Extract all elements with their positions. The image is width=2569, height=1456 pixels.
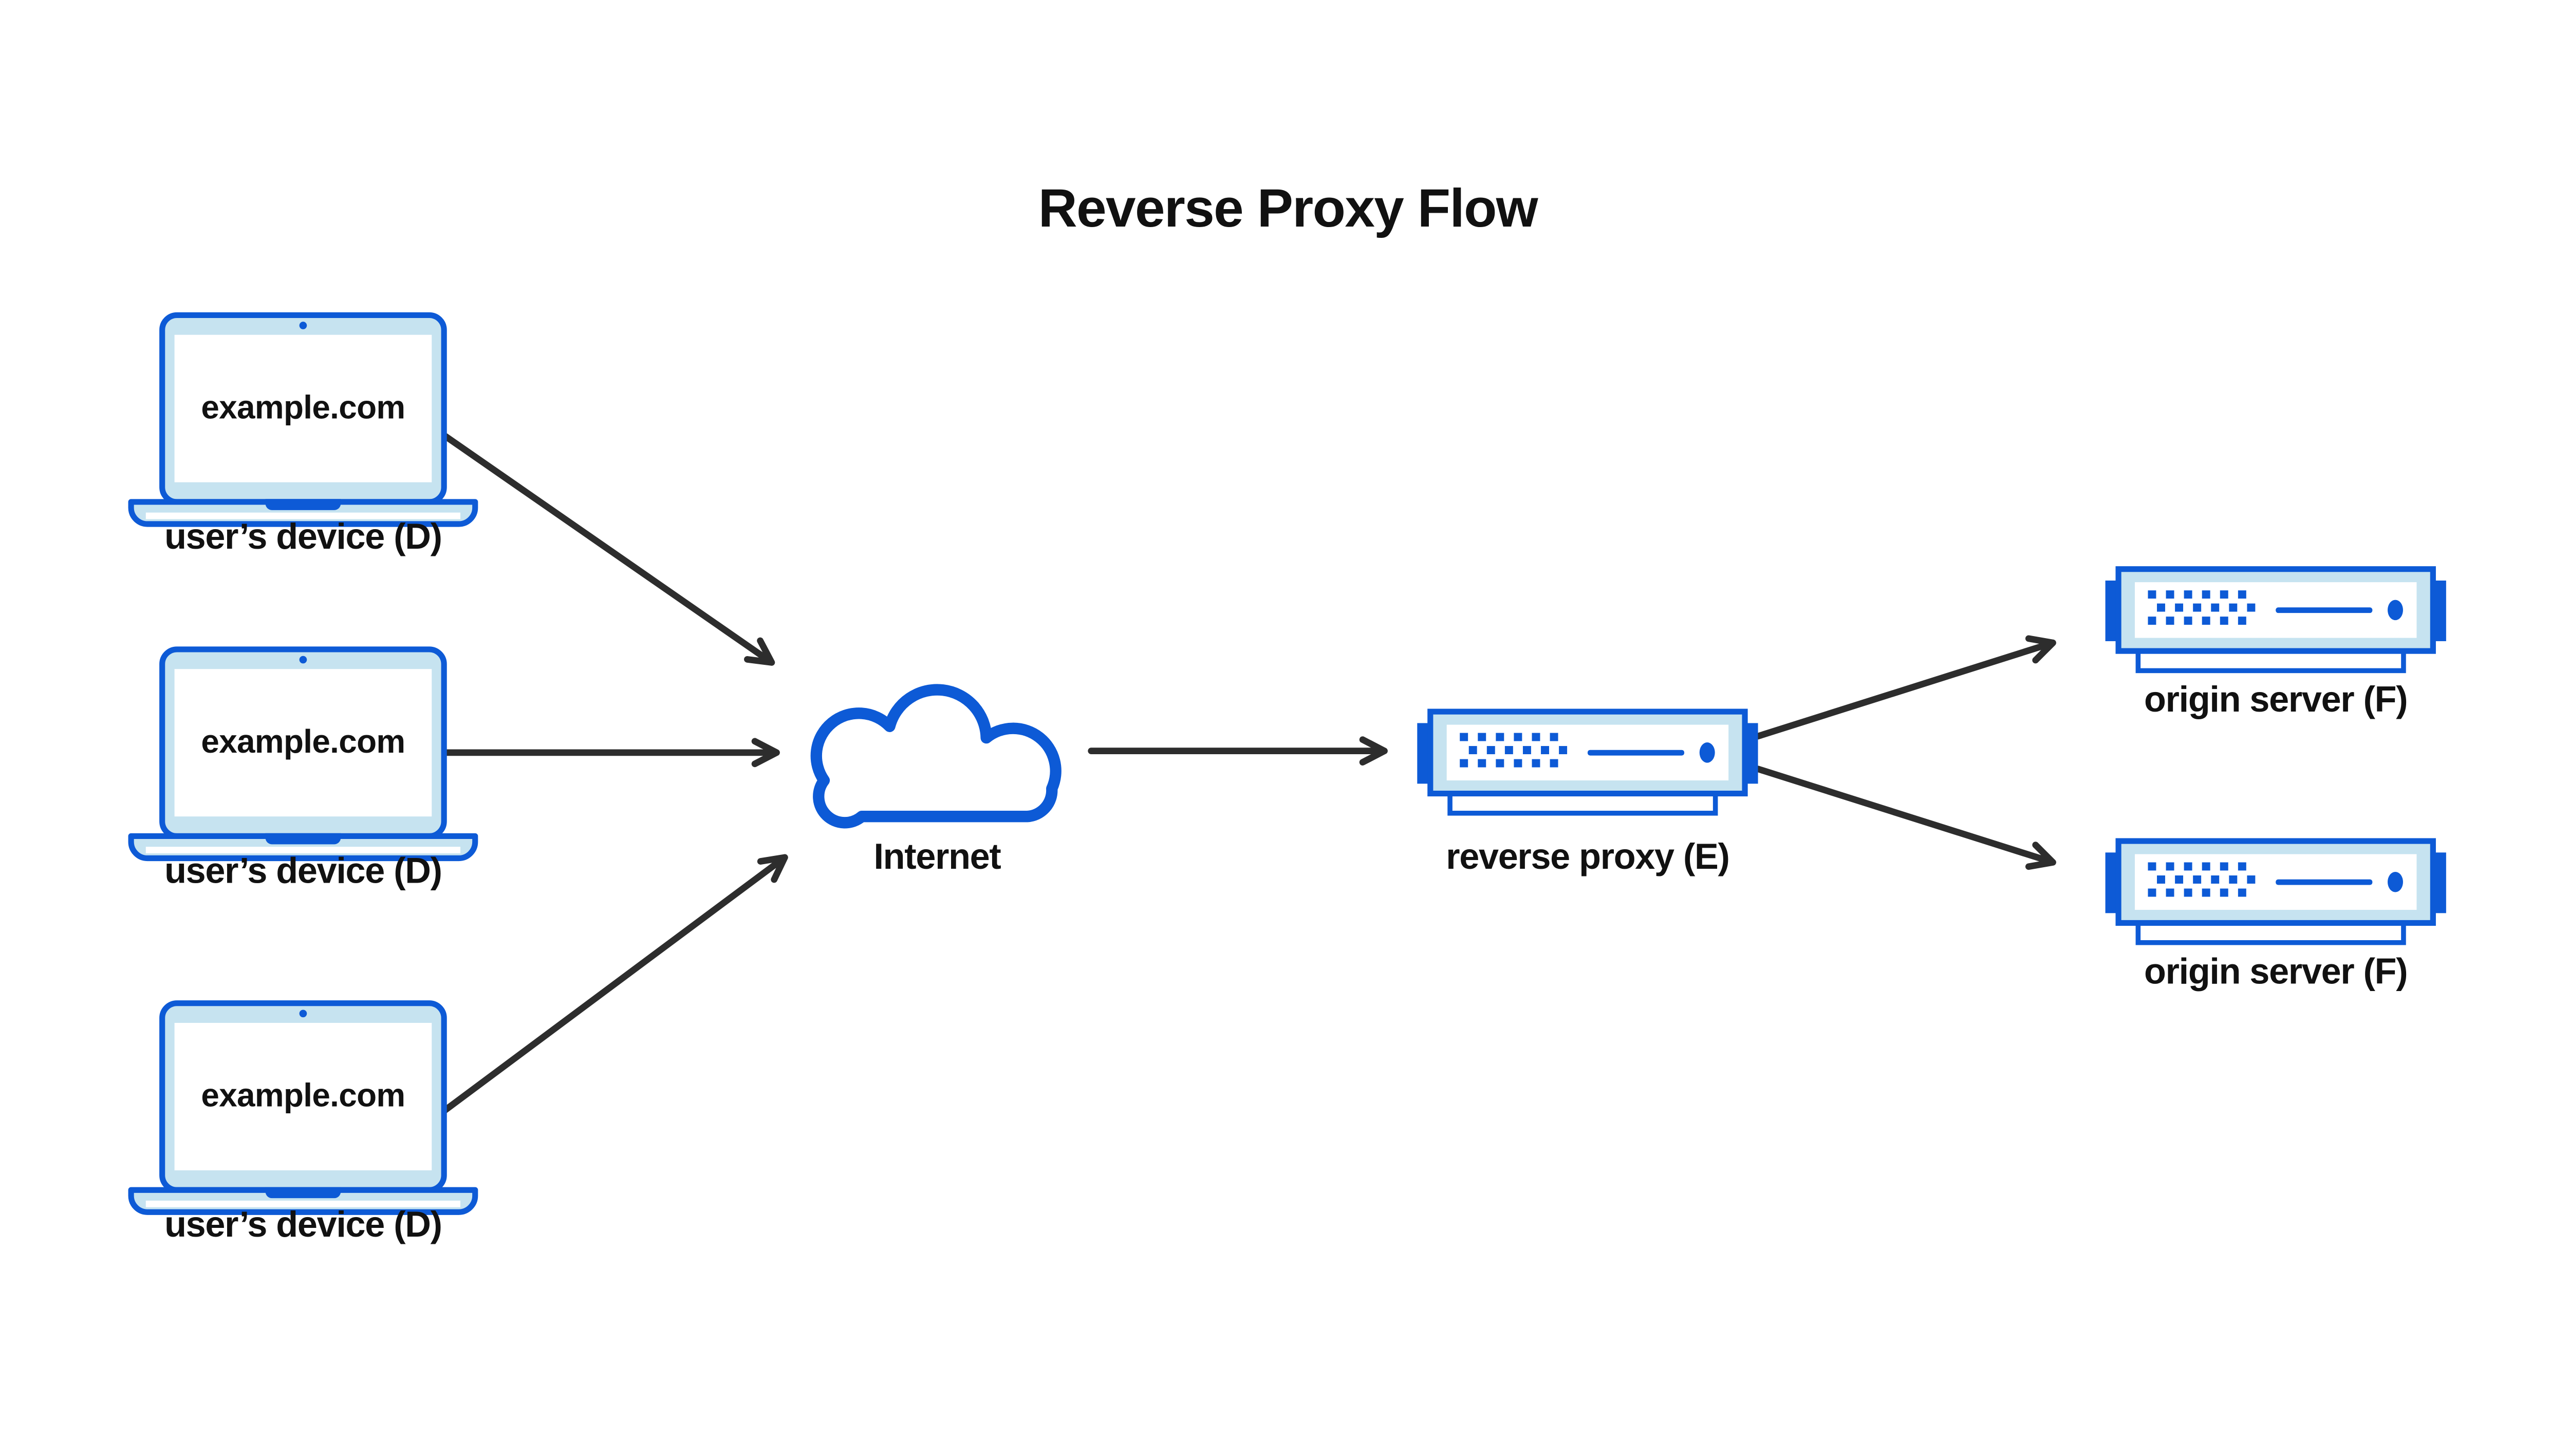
node-reverse-proxy: reverse proxy (E) [1417, 712, 1758, 876]
node-user-device-3: example.com user’s device (D) [131, 1003, 475, 1244]
arrow-user-device-3-to-internet [436, 854, 788, 1118]
reverse-proxy-label: reverse proxy (E) [1446, 836, 1729, 876]
diagram-title: Reverse Proxy Flow [1038, 178, 1539, 238]
node-internet: Internet [810, 684, 1062, 876]
node-user-device-2: example.com user’s device (D) [131, 649, 475, 890]
arrow-internet-to-reverse-proxy [1088, 736, 1388, 766]
origin-server-label: origin server (F) [2144, 679, 2407, 719]
internet-label: Internet [873, 836, 1001, 876]
cloud-icon [810, 684, 1062, 829]
device-label: user’s device (D) [164, 1204, 442, 1244]
node-origin-server-2: origin server (F) [2106, 841, 2446, 991]
server-icon [2106, 569, 2446, 671]
server-icon [2106, 841, 2446, 943]
device-screen-url: example.com [201, 723, 405, 760]
arrow-user-device-1-to-internet [442, 433, 775, 666]
arrow-user-device-2-to-internet [442, 738, 780, 768]
node-origin-server-1: origin server (F) [2106, 569, 2446, 719]
origin-server-label: origin server (F) [2144, 950, 2407, 991]
device-label: user’s device (D) [164, 850, 442, 890]
node-user-device-1: example.com user’s device (D) [131, 315, 475, 556]
flow-arrows [436, 433, 2056, 1118]
arrow-reverse-proxy-to-origin-server-1 [1755, 635, 2056, 740]
server-icon [1417, 712, 1758, 813]
device-screen-url: example.com [201, 388, 405, 425]
device-screen-url: example.com [201, 1077, 405, 1114]
device-label: user’s device (D) [164, 516, 442, 556]
arrow-reverse-proxy-to-origin-server-2 [1755, 766, 2056, 870]
